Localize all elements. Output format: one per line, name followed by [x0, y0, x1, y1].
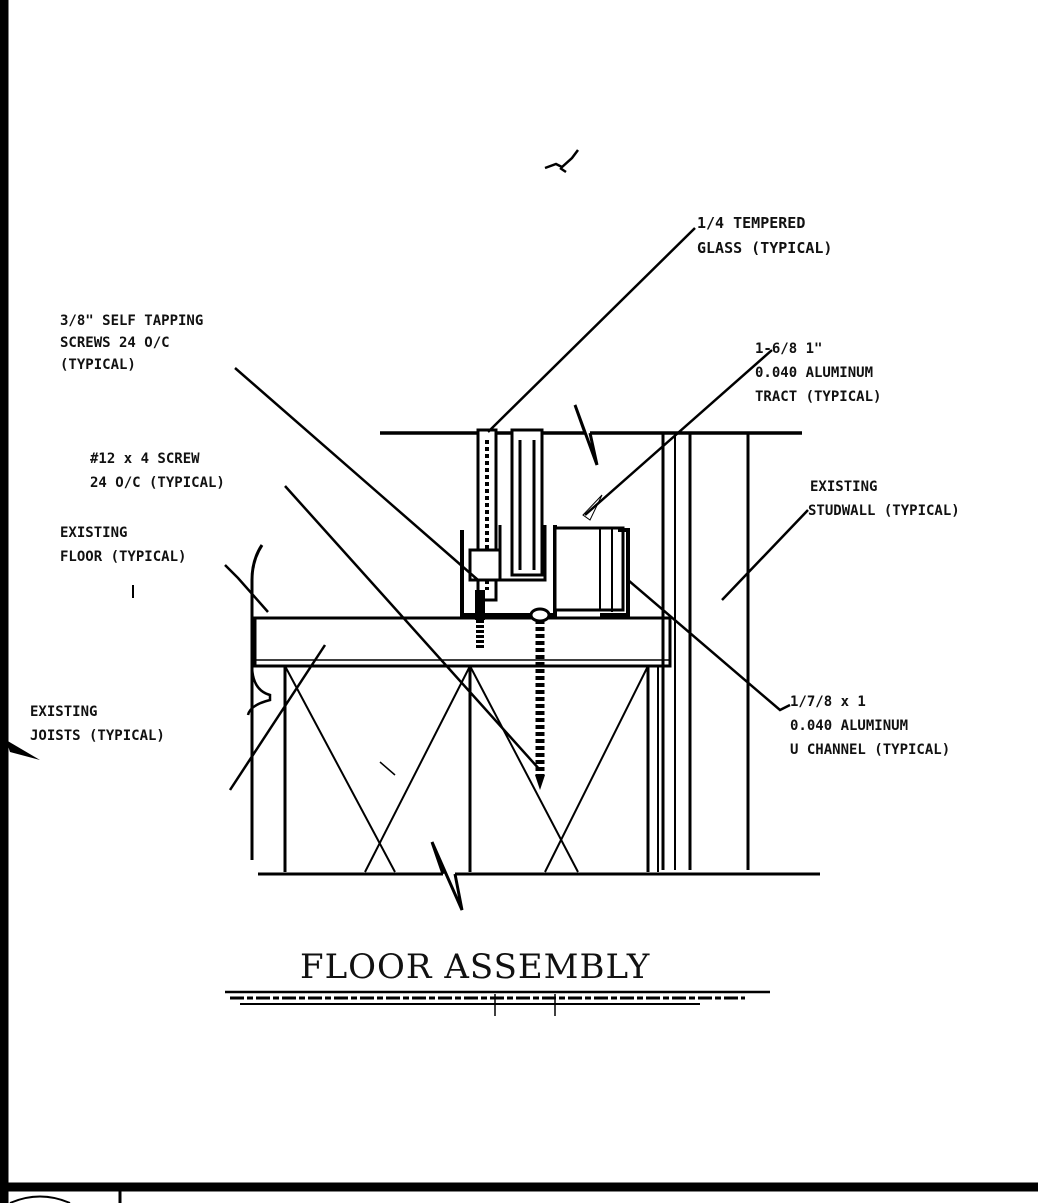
existing-left-wall — [132, 544, 272, 860]
self-tapping-screw — [475, 590, 485, 650]
label-tempered-glass: 1/4 TEMPERED GLASS (TYPICAL) — [697, 214, 832, 257]
existing-studwall — [661, 433, 750, 870]
label-aluminum-u-channel: 1/7/8 x 1 0.040 ALUMINUM U CHANNEL (TYPI… — [790, 694, 950, 758]
arrow-mark-icon — [6, 740, 40, 760]
label-self-tapping-screws: 3/8" SELF TAPPING SCREWS 24 O/C (TYPICAL… — [60, 313, 212, 373]
bottom-break-line — [258, 841, 820, 911]
existing-floor-plate — [253, 616, 672, 668]
stray-mark — [544, 149, 579, 174]
label-aluminum-track: 1-6/8 1" 0.040 ALUMINUM TRACT (TYPICAL) — [755, 341, 881, 405]
label-existing-floor: EXISTING FLOOR (TYPICAL) — [60, 525, 186, 565]
leader-lines — [224, 227, 809, 791]
aluminum-u-channel — [553, 526, 630, 617]
label-screw: #12 x 4 SCREW 24 O/C (TYPICAL) — [90, 451, 225, 491]
label-existing-joists: EXISTING JOISTS (TYPICAL) — [30, 704, 165, 744]
label-existing-studwall: EXISTING STUDWALL (TYPICAL) — [808, 479, 960, 519]
existing-joists — [283, 665, 659, 873]
drawing-title: FLOOR ASSEMBLY — [300, 947, 650, 987]
long-screw — [529, 607, 551, 790]
title-underline — [225, 990, 770, 1016]
